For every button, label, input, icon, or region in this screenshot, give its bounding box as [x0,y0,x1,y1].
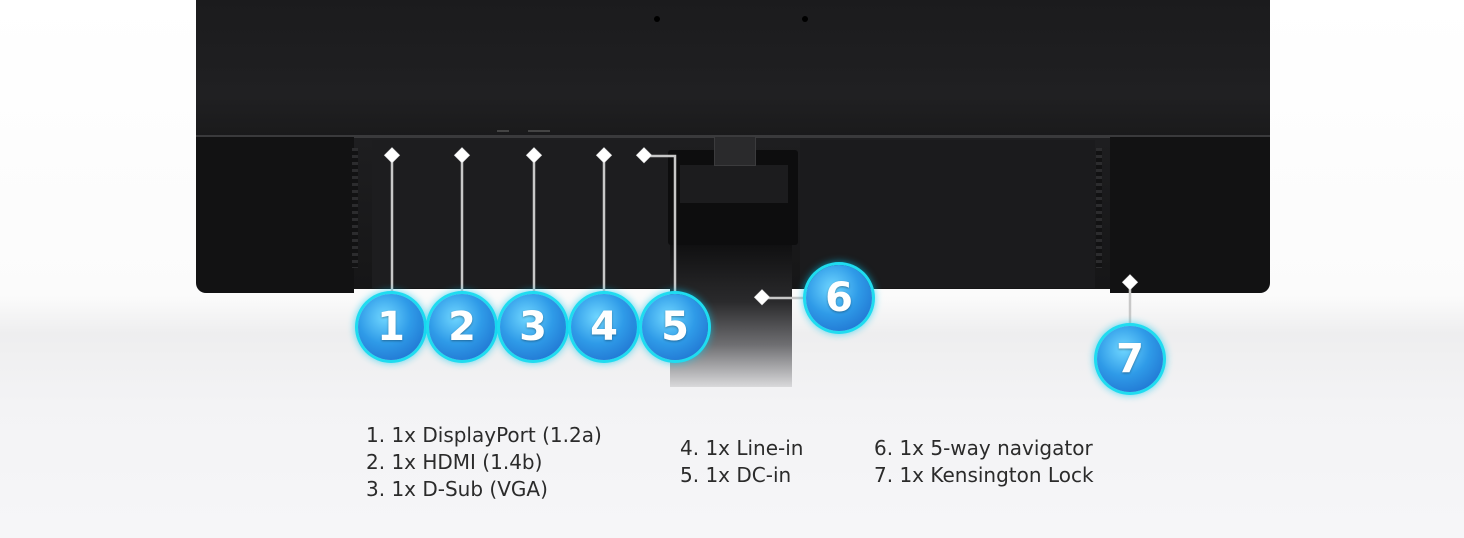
callout-badge-5: 5 [642,294,708,360]
callout-number: 6 [825,275,853,321]
callout-line-5 [644,154,677,300]
legend-item-displayport: 1. 1x DisplayPort (1.2a) [366,423,602,447]
callout-number: 4 [590,304,618,350]
stand-neck [680,165,788,203]
stand-hinge [714,136,756,166]
monitor-foot-right [1110,137,1270,293]
callout-badge-1: 1 [358,294,424,360]
marker-diamond-5 [635,147,653,164]
mount-screw-right [802,16,808,22]
rear-panel-right [800,140,1095,288]
callout-number: 1 [377,304,405,350]
io-port-panel [372,140,670,288]
legend-item-dsub: 3. 1x D-Sub (VGA) [366,477,548,501]
monitor-foot-left [196,137,354,293]
callout-badge-4: 4 [571,294,637,360]
mount-screw-left [654,16,660,22]
callout-badge-7: 7 [1097,326,1163,392]
legend-item-hdmi: 2. 1x HDMI (1.4b) [366,450,543,474]
callout-badge-3: 3 [500,294,566,360]
marker-diamond-7 [1121,274,1139,291]
vent-right [1096,148,1102,268]
legend-item-kensington: 7. 1x Kensington Lock [874,463,1094,487]
marker-diamond-6 [753,289,771,306]
marker-diamond-2 [453,147,471,164]
legend-item-line-in: 4. 1x Line-in [680,436,804,460]
callout-number: 2 [448,304,476,350]
callout-badge-2: 2 [429,294,495,360]
callout-number: 3 [519,304,547,350]
marker-diamond-3 [525,147,543,164]
monitor-back-upper [196,0,1270,137]
port-marking [528,130,550,132]
port-marking [497,130,509,132]
callout-badge-6: 6 [806,265,872,331]
legend-column-3: 6. 1x 5-way navigator 7. 1x Kensington L… [874,435,1094,489]
marker-diamond-1 [383,147,401,164]
vent-left [352,148,358,268]
callout-number: 7 [1116,336,1144,382]
callout-number: 5 [661,304,689,350]
legend-item-dc-in: 5. 1x DC-in [680,463,792,487]
legend-item-navigator: 6. 1x 5-way navigator [874,436,1093,460]
marker-diamond-4 [595,147,613,164]
legend-column-2: 4. 1x Line-in 5. 1x DC-in [680,435,804,489]
legend-column-1: 1. 1x DisplayPort (1.2a) 2. 1x HDMI (1.4… [366,422,602,503]
